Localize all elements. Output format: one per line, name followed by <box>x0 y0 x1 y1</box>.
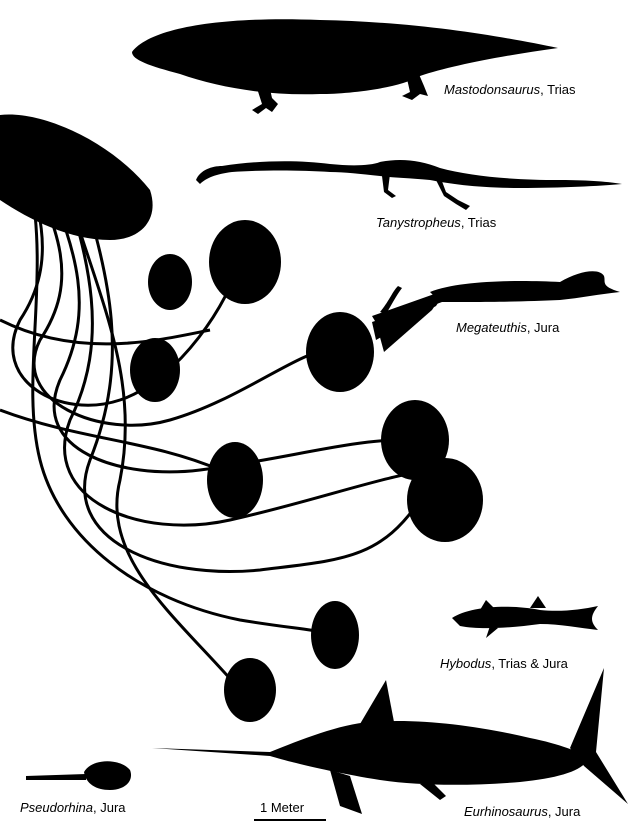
tanystropheus-period: , Trias <box>460 215 497 230</box>
megateuthis-period: , Jura <box>526 320 560 335</box>
eurhinosaurus-genus: Eurhinosaurus <box>464 804 548 819</box>
crinoid-colony-silhouette <box>0 129 441 691</box>
scale-bar-label: 1 Meter <box>260 800 305 815</box>
megateuthis-genus: Megateuthis <box>456 320 527 335</box>
pseudorhina-genus: Pseudorhina <box>20 800 93 815</box>
tanystropheus-genus: Tanystropheus <box>376 215 461 230</box>
mastodonsaurus-label: Mastodonsaurus, Trias <box>444 82 576 97</box>
megateuthis-silhouette <box>372 271 620 352</box>
crinoid-crowns <box>0 114 483 722</box>
hybodus-silhouette <box>452 596 598 638</box>
eurhinosaurus-label: Eurhinosaurus, Jura <box>464 804 580 819</box>
eurhinosaurus-silhouette <box>152 668 628 814</box>
hybodus-genus: Hybodus <box>440 656 492 671</box>
mastodonsaurus-period: , Trias <box>540 82 576 97</box>
tanystropheus-silhouette <box>196 160 622 210</box>
mastodonsaurus-genus: Mastodonsaurus <box>444 82 541 97</box>
pseudorhina-label: Pseudorhina, Jura <box>20 800 126 815</box>
mastodonsaurus-silhouette <box>132 19 558 114</box>
hybodus-period: , Trias & Jura <box>491 656 568 671</box>
tanystropheus-label: Tanystropheus, Trias <box>376 215 496 230</box>
pseudorhina-silhouette <box>26 761 132 790</box>
pseudorhina-period: , Jura <box>93 800 126 815</box>
hybodus-label: Hybodus, Trias & Jura <box>440 656 568 671</box>
megateuthis-label: Megateuthis, Jura <box>456 320 559 335</box>
eurhinosaurus-period: , Jura <box>547 804 581 819</box>
